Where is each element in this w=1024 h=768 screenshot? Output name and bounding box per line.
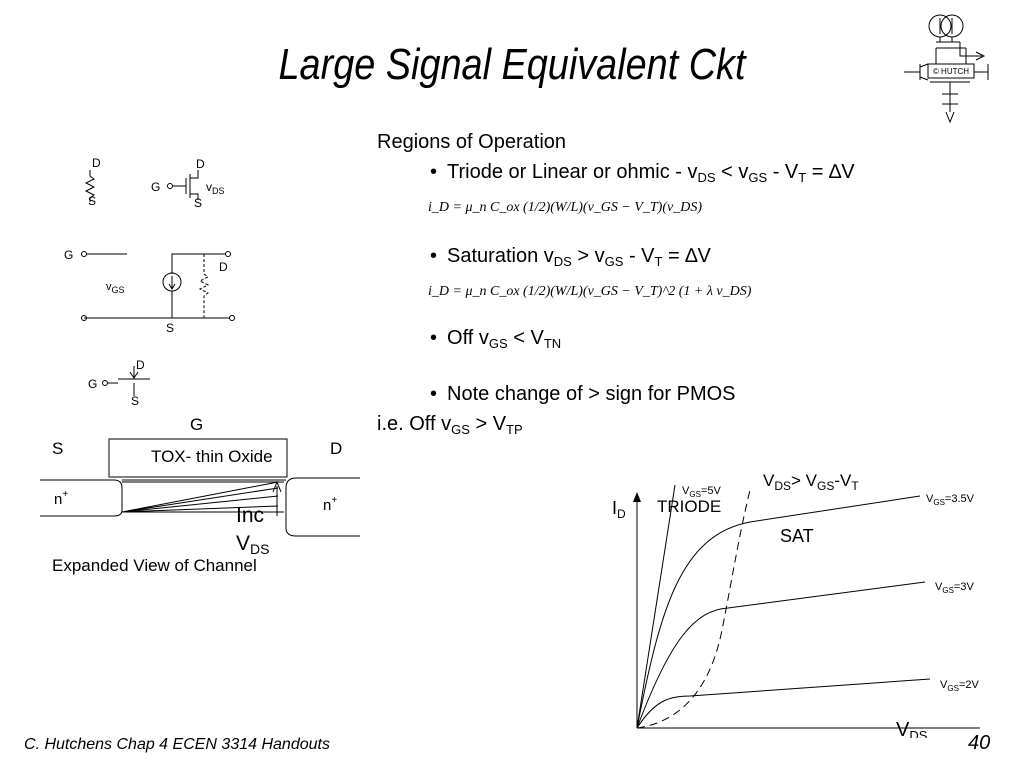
source-n-label: n+ xyxy=(54,489,68,508)
equivalent-circuits: D S D G S vDS G D S vGS D G S xyxy=(64,156,235,408)
gate-label: G xyxy=(190,415,203,434)
page-number: 40 xyxy=(968,732,991,752)
resistor-symbol xyxy=(84,170,96,202)
output-resistance-dashed xyxy=(198,254,210,318)
footer-text: C. Hutchens Chap 4 ECEN 3314 Handouts xyxy=(24,736,330,753)
increase-arrow xyxy=(272,480,282,516)
sat-region-label: SAT xyxy=(780,526,814,546)
iv-characteristic-curves: ID VDS VDS> VGS-VT TRIODE SAT VGS=5V VGS… xyxy=(612,471,980,738)
cs-source-label: S xyxy=(166,321,174,335)
triode-region-line: Triode or Linear or ohmic - vDS < vGS - … xyxy=(430,161,855,184)
logo-text: © HUTCH xyxy=(933,67,969,76)
vgs-3.5v-label: VGS=3.5V xyxy=(926,493,975,507)
switch-drain-label: D xyxy=(136,358,145,372)
mosfet-gate-label: G xyxy=(151,180,160,194)
saturation-boundary-label: VDS> VGS-VT xyxy=(763,471,859,493)
x-axis-label: VDS xyxy=(896,719,928,738)
regions-heading: Regions of Operation xyxy=(377,131,567,153)
gate-oxide-block xyxy=(108,438,288,478)
inc-label: Inc xyxy=(236,504,264,527)
mosfet-symbol xyxy=(173,170,199,200)
vgs-2v-label: VGS=2V xyxy=(940,679,979,693)
oxide-label: TOX- thin Oxide xyxy=(151,447,273,466)
inc-vds-label: VDS xyxy=(236,532,269,557)
y-axis-label: ID xyxy=(612,498,626,521)
mosfet-vds-label: vDS xyxy=(206,180,225,196)
slide-title: Large Signal Equivalent Ckt xyxy=(278,40,746,89)
vgs-3v-curve xyxy=(636,581,926,729)
source-n-well xyxy=(40,479,123,517)
cs-drain-label: D xyxy=(219,260,228,274)
switch-symbol xyxy=(108,366,150,396)
saturation-region-line: Saturation vDS > vGS - VT = ∆V xyxy=(430,245,711,268)
saturation-current-equation: i_D = μ_n C_ox (1/2)(W/L)(v_GS − V_T)^2 … xyxy=(428,284,752,299)
channel-caption: Expanded View of Channel xyxy=(52,556,257,575)
vgs-5v-curve xyxy=(636,484,676,729)
vgs-5v-label: VGS=5V xyxy=(682,485,721,499)
hutch-logo: © HUTCH xyxy=(904,14,989,124)
triode-region-label: TRIODE xyxy=(657,497,721,516)
source-terminal-label: S xyxy=(52,439,63,458)
drain-terminal-label: D xyxy=(330,439,342,458)
resistor-source-label: S xyxy=(88,194,96,208)
drain-n-label: n+ xyxy=(323,495,337,514)
pmos-off-line: i.e. Off vGS > VTP xyxy=(377,413,523,437)
cs-gate-label: G xyxy=(64,248,73,262)
mosfet-source-label: S xyxy=(194,196,202,210)
off-region-line: Off vGS < VTN xyxy=(430,327,561,350)
saturation-boundary-curve xyxy=(636,489,751,729)
cs-vgs-label: vGS xyxy=(106,281,125,295)
pmos-note: Note change of > sign for PMOS xyxy=(430,383,736,406)
resistor-drain-label: D xyxy=(92,156,101,170)
vgs-3.5v-curve xyxy=(636,495,921,729)
vgs-2v-curve xyxy=(636,678,931,729)
drain-n-well xyxy=(285,477,360,537)
triode-current-equation: i_D = μ_n C_ox (1/2)(W/L)(v_GS − V_T)(v_… xyxy=(428,200,702,215)
channel-cross-section: G S D TOX- thin Oxide n+ n+ Inc VDS Expa… xyxy=(40,415,360,575)
switch-gate-label: G xyxy=(88,377,97,391)
channel-lines xyxy=(121,479,286,513)
vgs-3v-label: VGS=3V xyxy=(935,581,974,595)
switch-source-label: S xyxy=(131,394,139,408)
mosfet-drain-label: D xyxy=(196,157,205,171)
